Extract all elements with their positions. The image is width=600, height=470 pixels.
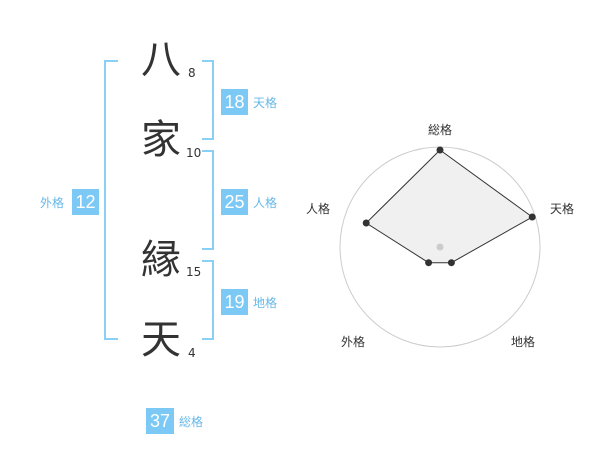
chikaku-bracket (202, 260, 214, 340)
name-char-1: 八 (141, 37, 181, 83)
radar-point-1 (436, 146, 444, 154)
radar-point-5 (362, 219, 370, 227)
radar-axis-label-tenkaku: 天格 (550, 202, 575, 216)
name-char-2: 家 (141, 117, 181, 163)
radar-series-polygon (365, 149, 534, 264)
gaikaku-value: 12 (72, 189, 99, 215)
tenkaku-label: 天格 (253, 96, 278, 110)
chikaku-value: 19 (221, 289, 248, 315)
radar-point-2 (528, 213, 536, 221)
radar-axis-label-chikaku: 地格 (511, 335, 536, 349)
tenkaku-bracket (202, 60, 214, 140)
gaikaku-bracket (104, 60, 118, 340)
radar-axis-label-soukaku: 総格 (428, 123, 453, 137)
name-char-3: 縁 (141, 237, 181, 283)
stroke-count-2: 10 (186, 146, 202, 160)
jinkaku-bracket (202, 150, 214, 250)
jinkaku-value: 25 (221, 189, 248, 215)
soukaku-value: 37 (146, 408, 174, 434)
radar-axis-label-jinkaku: 人格 (306, 202, 331, 216)
soukaku-label: 総格 (179, 415, 204, 429)
gaikaku-label: 外格 (40, 196, 65, 210)
stroke-count-1: 8 (188, 66, 196, 80)
tenkaku-value: 18 (221, 89, 248, 115)
stroke-count-3: 15 (186, 265, 202, 279)
radar-center-dot (436, 243, 444, 251)
radar-point-4 (425, 259, 433, 267)
stroke-count-4: 4 (188, 346, 196, 360)
radar-point-3 (447, 259, 455, 267)
name-char-4: 天 (141, 317, 181, 363)
jinkaku-label: 人格 (253, 196, 278, 210)
radar-points (362, 146, 536, 267)
radar-axis-label-gaikaku: 外格 (341, 335, 366, 349)
chikaku-label: 地格 (253, 296, 278, 310)
